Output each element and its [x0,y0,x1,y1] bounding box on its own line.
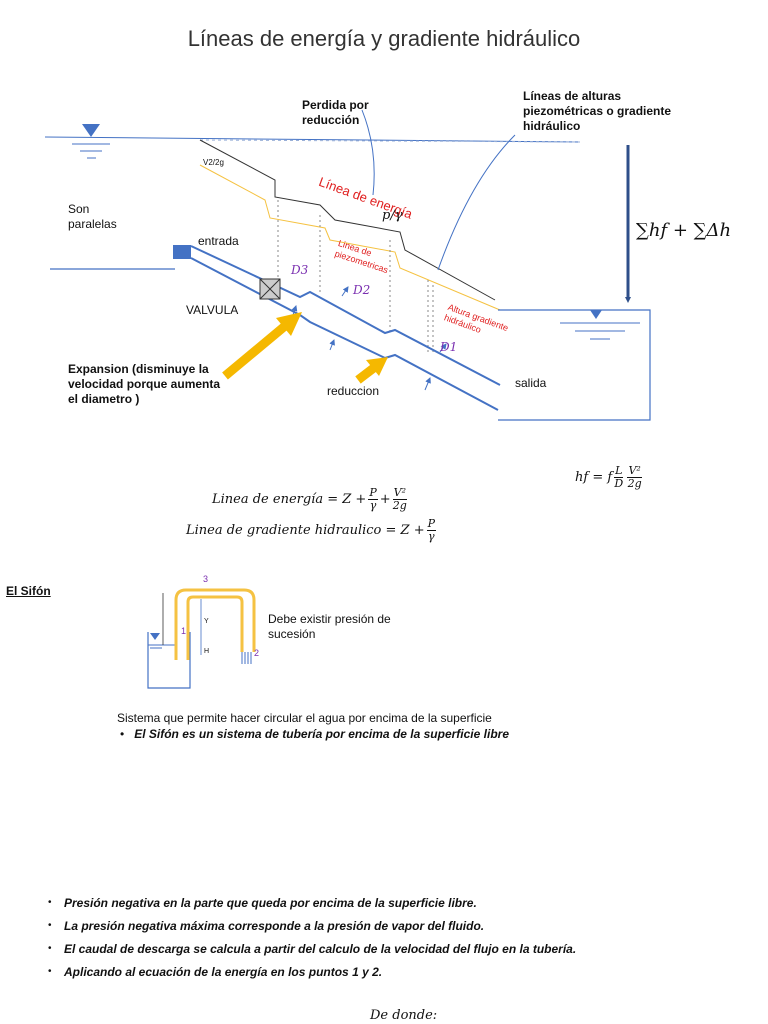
label-sum-hf: ∑hf + ∑Δh [636,220,732,241]
label-d3: D3 [291,263,309,277]
expansion-arrow [222,312,302,380]
leader-gradiente [437,134,516,271]
sifon-h: H [204,648,210,655]
label-v2-2g: V2/2g [203,158,224,167]
leader-perdida [361,109,375,196]
piezometric-line [199,164,501,311]
label-reduccion: reduccion [327,384,380,398]
label-valvula: VALVULA [186,303,239,317]
label-d2: D2 [353,283,371,297]
outlet-water-icon [590,310,602,319]
label-son-paralelas: Son paralelas [68,202,117,231]
siphon-diagram [147,588,256,689]
pipe-entrance [173,245,191,259]
sifon-num-2: 2 [254,648,260,658]
bullet-item: La presión negativa máxima corresponde a… [48,919,748,933]
sifon-note: Debe existir presión de sucesión [268,612,391,641]
sifon-heading: El Sifón [6,584,51,598]
water-level-icon [82,124,100,137]
reduction-arrow [355,357,388,384]
label-salida: salida [515,376,547,390]
bullet-item: El caudal de descarga se calcula a parti… [48,942,748,956]
siphon-tank [147,632,191,689]
sifon-num-3: 3 [203,574,209,584]
upper-water-surface [44,136,581,143]
siphon-pipe [174,588,256,660]
bullet-item: Presión negativa en la parte que queda p… [48,896,748,910]
sifon-desc: Sistema que permite hacer circular el ag… [117,711,492,725]
energy-line [199,139,496,301]
sifon-y: Y [204,618,209,625]
label-lineas-alturas: Líneas de alturas piezométricas o gradie… [523,89,672,133]
sifon-desc-bullet: •El Sifón es un sistema de tubería por e… [120,727,509,741]
outlet-tank [498,309,651,421]
label-d1: D1 [440,340,458,354]
label-p-gamma: p/γ [382,208,403,223]
footer-de-donde: De donde: [370,1008,438,1023]
label-perdida: Perdida por reducción [302,98,369,127]
bullet-list: Presión negativa en la parte que queda p… [48,896,748,988]
pipe-top-wall [190,245,501,386]
pipe-bottom-wall [190,257,499,411]
label-expansion: Expansion (disminuye la velocidad porque… [68,362,221,406]
bullet-item: Aplicando al ecuación de la energía en l… [48,965,748,979]
sifon-num-1: 1 [181,626,187,636]
valve-icon [259,278,281,300]
label-entrada: entrada [198,234,239,248]
page-title: Líneas de energía y gradiente hidráulico [187,26,581,51]
